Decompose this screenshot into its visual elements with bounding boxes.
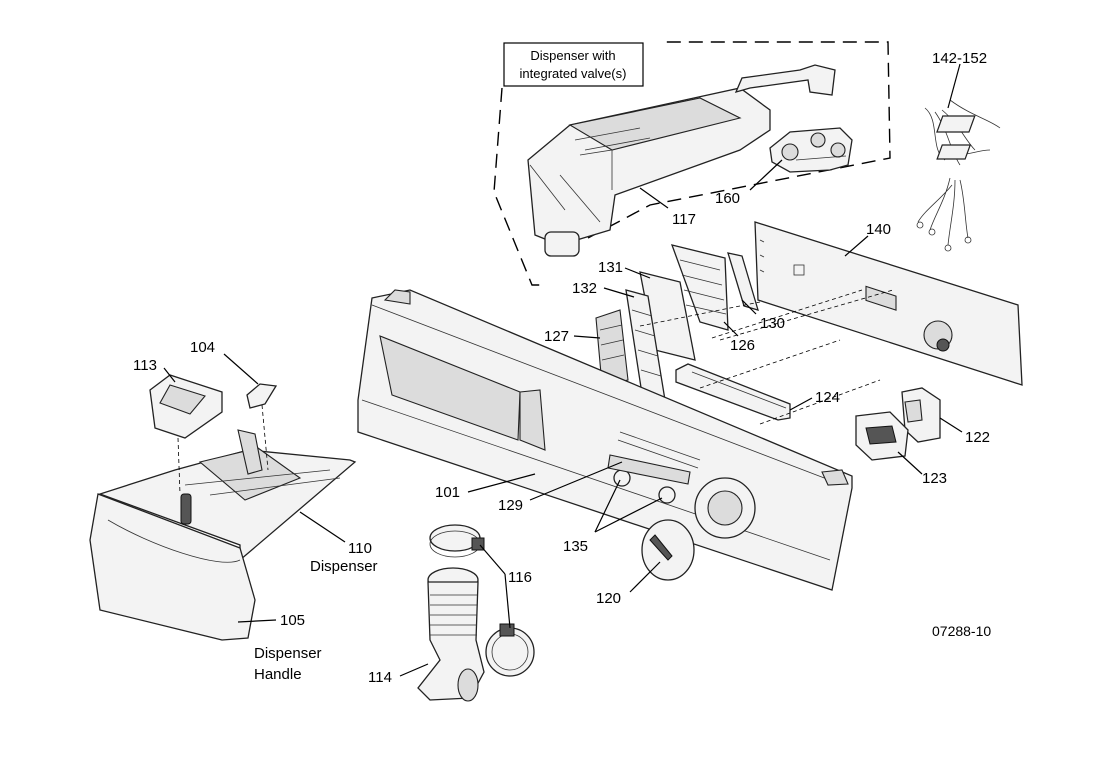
label-131: 131 [598, 259, 623, 276]
label-142-152: 142-152 [932, 50, 987, 67]
label-127: 127 [544, 328, 569, 345]
hose-clamp-116-lower [485, 623, 535, 677]
label-113: 113 [133, 357, 157, 374]
callout-box-line-2: integrated valve(s) [520, 66, 627, 81]
hose-clamp-116-upper [429, 524, 485, 558]
label-126: 126 [730, 337, 755, 354]
label-116: 116 [508, 569, 532, 586]
label-105-name-line-1: Dispenser [254, 645, 322, 662]
label-132: 132 [572, 280, 597, 297]
label-101: 101 [435, 484, 460, 501]
label-104: 104 [190, 339, 215, 356]
drawing-number: 07288-10 [932, 623, 991, 639]
leader-lines [163, 63, 963, 677]
callout-box-line-1: Dispenser with [530, 48, 615, 63]
dispenser-hose-114 [417, 567, 485, 702]
label-135: 135 [563, 538, 588, 555]
water-valve-160 [769, 127, 853, 173]
selector-knob-120 [641, 519, 695, 581]
label-129: 129 [498, 497, 523, 514]
label-105: 105 [280, 612, 305, 629]
label-122: 122 [965, 429, 990, 446]
label-160: 160 [715, 190, 740, 207]
control-board-140 [754, 221, 1023, 386]
label-120: 120 [596, 590, 621, 607]
label-140: 140 [866, 221, 891, 238]
alignment-guide-lines [639, 289, 894, 425]
led-strip-124 [675, 363, 791, 421]
callout-box: Dispenser with integrated valve(s) [503, 42, 644, 87]
door-lock-switch-122 [901, 387, 941, 443]
label-124: 124 [815, 389, 840, 406]
part-labels: 142-152 160 117 140 131 132 130 127 126 … [133, 50, 991, 686]
drawer-assembly-guide-lines [177, 404, 269, 495]
label-123: 123 [922, 470, 947, 487]
button-set-127 [595, 309, 629, 386]
label-130: 130 [760, 315, 785, 332]
lever-104 [246, 383, 278, 409]
label-110: 110 [348, 540, 372, 557]
label-117: 117 [672, 211, 696, 228]
label-114: 114 [368, 669, 392, 686]
siphon-cap-113 [149, 374, 223, 439]
light-pipe-bracket-126 [670, 244, 729, 331]
dispenser-handle-105 [89, 493, 256, 641]
dispenser-drawer-110 [97, 429, 357, 562]
callout-box-frame [503, 42, 644, 87]
light-pipe-130 [727, 252, 759, 311]
dispenser-housing-117 [527, 64, 836, 257]
console-panel-101 [357, 289, 853, 591]
wire-harness-142-152 [916, 99, 1001, 252]
encoder-switch-123 [855, 411, 909, 461]
label-105-name-line-2: Handle [254, 666, 302, 683]
dispenser-valve-dashed-outline [493, 41, 891, 286]
label-110-name: Dispenser [310, 558, 378, 575]
